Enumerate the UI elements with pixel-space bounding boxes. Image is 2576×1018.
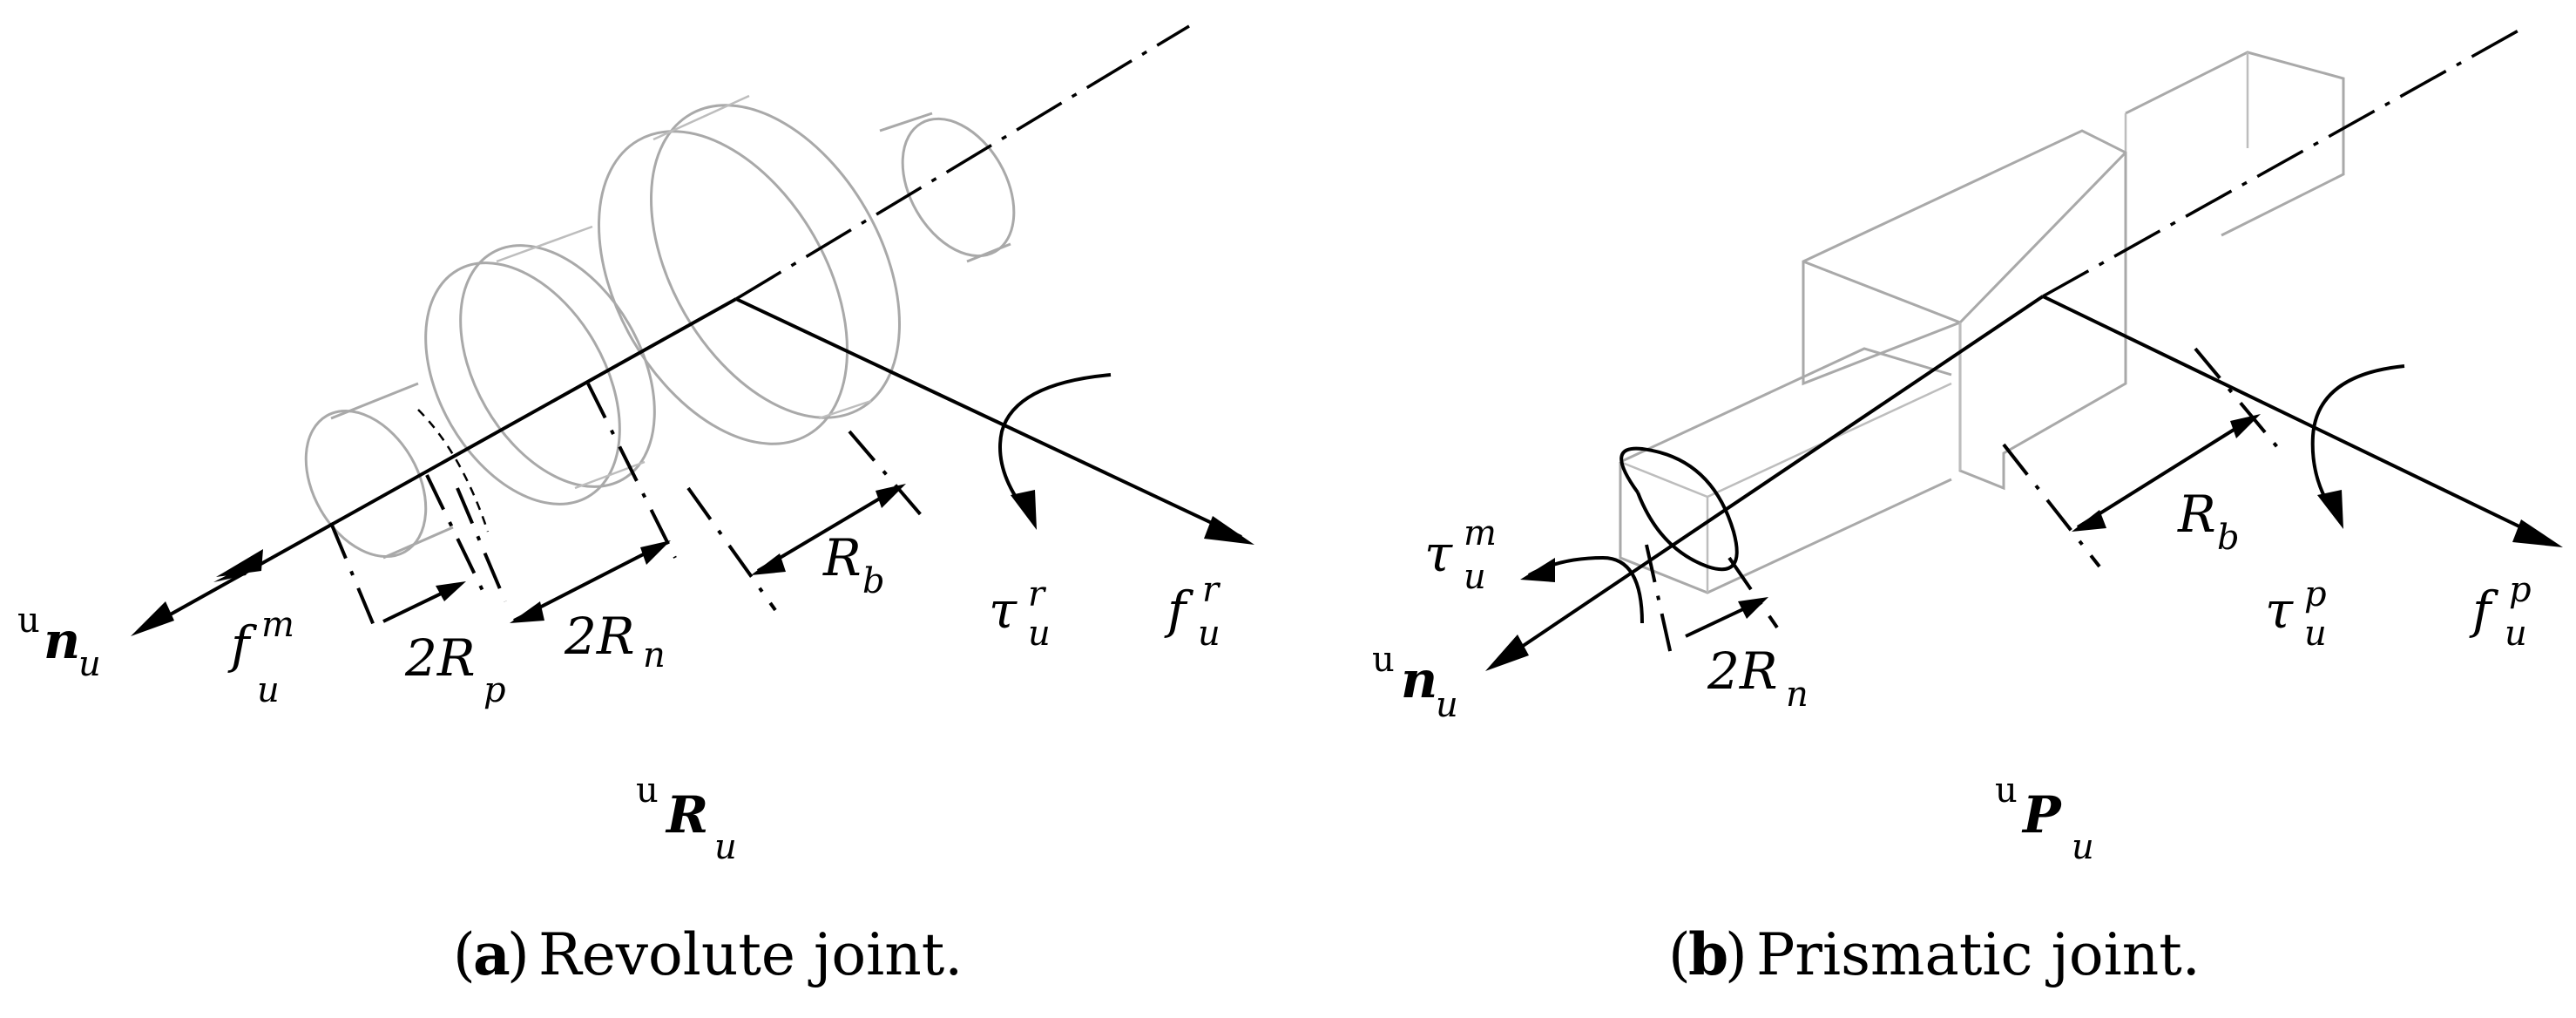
svg-text:τ: τ xyxy=(989,580,1018,640)
dim-ext-b-right xyxy=(848,430,930,525)
dim-ext-b-left xyxy=(686,486,777,612)
dim-2rn-label: 2R n xyxy=(564,607,666,675)
svg-text:a: a xyxy=(473,920,510,988)
svg-text:u: u xyxy=(1995,770,2018,811)
revolute-symbol: u R u xyxy=(636,770,737,867)
svg-text:): ) xyxy=(1725,921,1748,988)
svg-text:r: r xyxy=(1028,574,1047,614)
svg-text:n: n xyxy=(44,611,80,670)
dim-ext-p-right xyxy=(425,474,490,602)
torque-p-arc xyxy=(2310,364,2405,516)
force-r-label: f r u xyxy=(1164,570,1221,654)
svg-text:u: u xyxy=(17,601,40,641)
svg-text:u: u xyxy=(1198,614,1220,654)
svg-text:u: u xyxy=(1028,614,1051,654)
revolute-n-axis xyxy=(143,297,737,631)
svg-text:u: u xyxy=(1372,640,1395,680)
svg-text:p: p xyxy=(2304,574,2327,614)
prismatic-symbol: u P u xyxy=(1995,770,2094,867)
svg-text:f: f xyxy=(2469,580,2499,640)
svg-text:n: n xyxy=(1786,675,1809,715)
prismatic-f-p-axis xyxy=(2042,295,2549,542)
revolute-shaft-sketch xyxy=(304,94,1016,560)
dim-ext-pn-right xyxy=(1727,556,1779,629)
svg-text:m: m xyxy=(261,605,294,645)
svg-text:τ: τ xyxy=(1424,524,1453,583)
svg-text:f: f xyxy=(227,615,258,675)
revolute-joint-panel: u n u f m u 2R p 2R n R b τ r u f r u xyxy=(17,24,1254,988)
torque-r-arc xyxy=(998,373,1112,516)
dim-ext-n-right xyxy=(586,383,677,559)
svg-text:Revolute joint.: Revolute joint. xyxy=(538,921,963,988)
svg-text:r: r xyxy=(1202,570,1221,610)
prismatic-joint-panel: τ m u u n u 2R n R b τ p u f p u u P xyxy=(1372,24,2563,988)
svg-text:m: m xyxy=(1464,513,1497,553)
svg-text:2R: 2R xyxy=(564,607,635,666)
svg-text:p: p xyxy=(2509,570,2532,610)
svg-text:n: n xyxy=(643,635,666,675)
revolute-f-m-label: f m u xyxy=(227,605,294,710)
dim-ext-pn-left xyxy=(1645,544,1674,663)
svg-text:u: u xyxy=(2505,614,2527,654)
svg-text:u: u xyxy=(1436,685,1458,725)
svg-text:n: n xyxy=(1401,650,1437,709)
dim-rb-line-b xyxy=(2076,417,2254,529)
svg-text:Prismatic joint.: Prismatic joint. xyxy=(1756,921,2201,988)
svg-text:p: p xyxy=(483,670,506,710)
prismatic-center-axis xyxy=(2042,24,2527,298)
svg-text:(: ( xyxy=(453,921,476,988)
dim-2rp-label: 2R p xyxy=(404,628,506,710)
dim-ext-pb-left xyxy=(2002,443,2101,568)
svg-text:): ) xyxy=(507,921,530,988)
prismatic-dim-rb-label: R b xyxy=(2177,485,2240,558)
prismatic-force-p-label: f p u xyxy=(2469,570,2532,654)
svg-text:f: f xyxy=(1164,580,1194,640)
revolute-caption: ( a ) Revolute joint. xyxy=(453,920,963,988)
prismatic-dim-2rn-label: 2R n xyxy=(1707,641,1809,715)
n-axis-arrowhead xyxy=(131,601,174,636)
svg-text:(: ( xyxy=(1668,921,1691,988)
svg-text:u: u xyxy=(714,827,737,867)
svg-text:u: u xyxy=(2072,827,2094,867)
prismatic-torque-m-label: τ m u xyxy=(1424,513,1497,597)
svg-text:u: u xyxy=(2304,614,2327,654)
revolute-center-axis xyxy=(735,24,1190,301)
torque-r-label: τ r u xyxy=(989,574,1051,654)
svg-text:τ: τ xyxy=(2265,580,2294,640)
dim-ext-pb-right xyxy=(2194,347,2284,455)
torque-m-loop xyxy=(1619,446,1739,572)
svg-text:u: u xyxy=(257,670,280,710)
prismatic-shaft-sketch xyxy=(1619,51,2345,594)
svg-text:b: b xyxy=(1688,920,1728,988)
f-r-arrowhead xyxy=(1204,516,1254,545)
svg-text:R: R xyxy=(822,528,862,587)
prismatic-n-label: u n u xyxy=(1372,640,1458,725)
dim-ext-p-left xyxy=(329,522,376,628)
svg-text:u: u xyxy=(1464,557,1486,597)
svg-text:u: u xyxy=(78,644,101,684)
svg-text:P: P xyxy=(2021,785,2062,845)
svg-text:2R: 2R xyxy=(404,628,476,688)
dim-rb-line xyxy=(756,486,899,573)
revolute-n-label: u n u xyxy=(17,601,101,684)
svg-text:b: b xyxy=(2217,518,2240,558)
dim-rb-label: R b xyxy=(822,528,885,601)
svg-text:b: b xyxy=(862,561,885,601)
revolute-f-r-axis xyxy=(735,297,1242,539)
svg-text:R: R xyxy=(2177,485,2216,544)
prismatic-n-axis xyxy=(1497,295,2045,664)
svg-text:u: u xyxy=(636,770,659,811)
prismatic-caption: ( b ) Prismatic joint. xyxy=(1668,920,2201,988)
svg-text:R: R xyxy=(665,785,708,845)
prismatic-torque-p-label: τ p u xyxy=(2265,574,2327,654)
svg-text:2R: 2R xyxy=(1707,641,1778,701)
